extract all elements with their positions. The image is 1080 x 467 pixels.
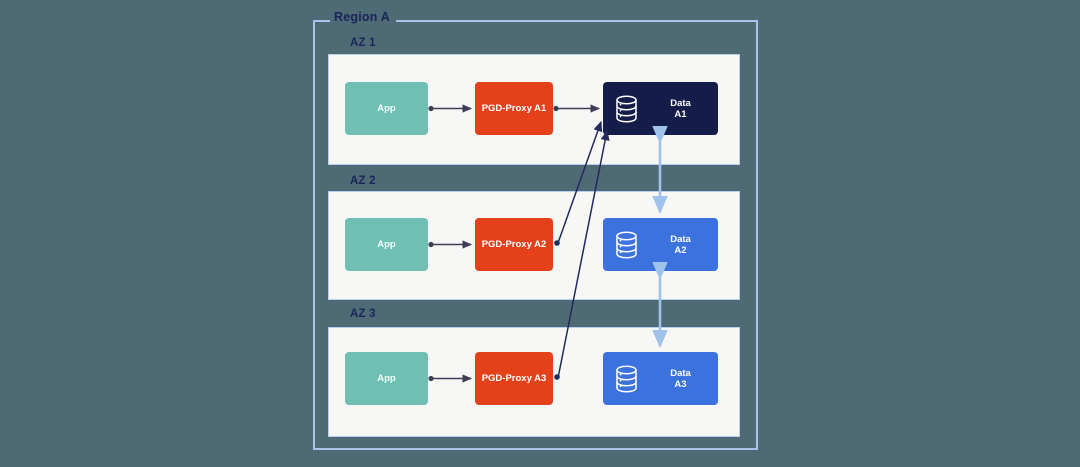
az-2-proxy-node[interactable]: PGD-Proxy A2 [475, 218, 553, 271]
az-3-label: AZ 3 [345, 308, 381, 321]
az-1-data-label-line1: Data [670, 97, 691, 109]
az-3-data-label-line1: Data [670, 367, 691, 379]
az-3-app-node[interactable]: App [345, 352, 428, 405]
az-2-proxy-label: PGD-Proxy A2 [481, 239, 547, 250]
database-icon [613, 364, 640, 394]
az-3-proxy-node[interactable]: PGD-Proxy A3 [475, 352, 553, 405]
az-1-app-node[interactable]: App [345, 82, 428, 135]
az-2-data-label-line2: A2 [674, 244, 687, 256]
az-1-app-label: App [377, 103, 396, 114]
az-2-app-label: App [377, 239, 396, 250]
az-3-data-label-line2: A3 [674, 378, 687, 390]
database-icon [613, 94, 640, 124]
az-1-label: AZ 1 [345, 37, 381, 50]
az-1-data-label-line2: A1 [674, 108, 687, 120]
az-2-data-label-line1: Data [670, 233, 691, 245]
az-1-proxy-label: PGD-Proxy A1 [481, 103, 547, 114]
az-3-app-label: App [377, 373, 396, 384]
az-2-label: AZ 2 [345, 175, 381, 188]
az-3-proxy-label: PGD-Proxy A3 [481, 373, 547, 384]
database-icon [613, 230, 640, 260]
az-2-app-node[interactable]: App [345, 218, 428, 271]
region-a-label: Region A [330, 10, 396, 24]
region-a-frame [313, 20, 758, 450]
az-1-proxy-node[interactable]: PGD-Proxy A1 [475, 82, 553, 135]
